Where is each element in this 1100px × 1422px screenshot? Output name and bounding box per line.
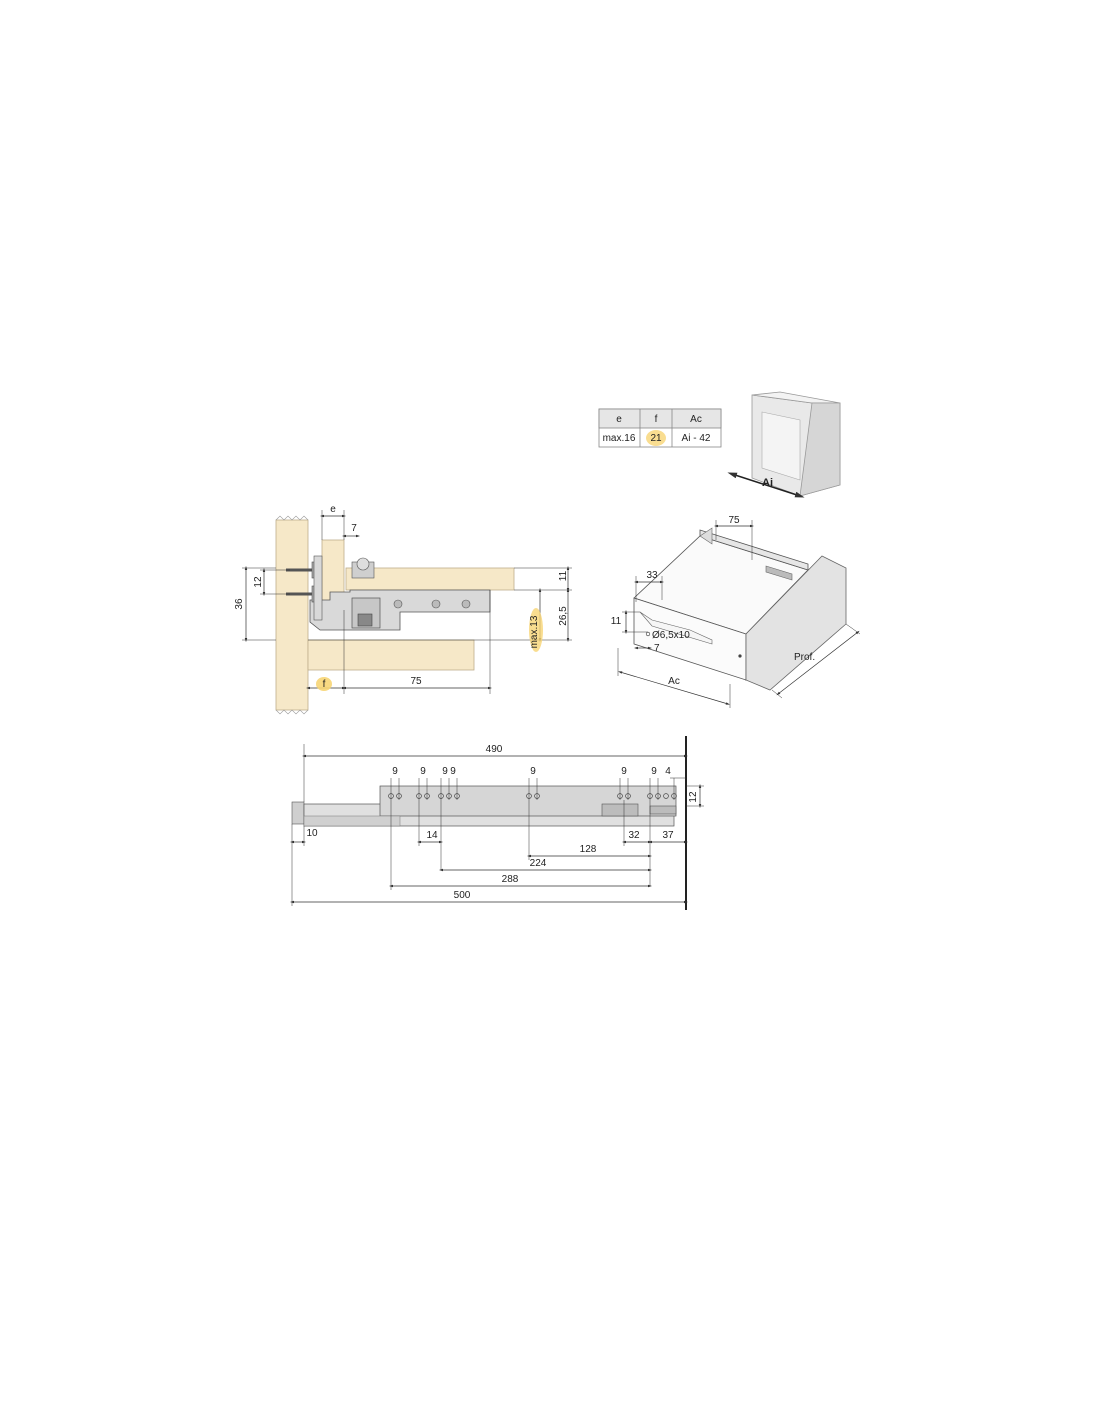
table-value-ac: Ai - 42 bbox=[682, 433, 711, 444]
rail-dim-288: 288 bbox=[502, 874, 519, 885]
dim-11: 11 bbox=[558, 570, 569, 581]
rail-dim-10: 10 bbox=[306, 828, 318, 839]
drawer-dim-75: 75 bbox=[728, 515, 740, 526]
ai-dimension-line bbox=[727, 472, 805, 498]
rail-dim-32: 32 bbox=[628, 830, 640, 841]
dim-7: 7 bbox=[351, 523, 357, 534]
dim-26-5: 26,5 bbox=[558, 606, 569, 626]
rail-dim-37: 37 bbox=[662, 830, 674, 841]
drawer-dim-ac: Ac bbox=[668, 676, 680, 687]
dim-e: e bbox=[330, 504, 336, 515]
drawer-hole-spec: Ø6,5x10 bbox=[652, 630, 690, 641]
rail-dim-128: 128 bbox=[580, 844, 597, 855]
rail-dim-224: 224 bbox=[530, 858, 547, 869]
drawer-dim-33: 33 bbox=[646, 570, 658, 581]
rail-dim-9: 9 bbox=[392, 766, 398, 777]
rail-dim-9: 9 bbox=[651, 766, 657, 777]
rail-dim-9: 9 bbox=[442, 766, 448, 777]
dim-12-screws: 12 bbox=[253, 576, 264, 588]
dim-f: f bbox=[323, 679, 326, 690]
rail-dim-9: 9 bbox=[420, 766, 426, 777]
ai-label: Ai bbox=[762, 477, 773, 489]
section-view: e 7 12 36 11 26,5 max.13 f 75 bbox=[234, 504, 572, 715]
rail-dim-9: 9 bbox=[450, 766, 456, 777]
rail-view: 490 9 9 9 9 9 9 9 4 12 10 bbox=[289, 736, 704, 910]
rail-dim-490: 490 bbox=[486, 744, 503, 755]
spec-table: e f Ac max.16 21 Ai - 42 bbox=[598, 408, 722, 448]
table-header-f: f bbox=[655, 414, 658, 425]
rail-dim-9: 9 bbox=[530, 766, 536, 777]
rail-dim-4: 4 bbox=[665, 766, 671, 777]
f-value-highlight bbox=[646, 430, 666, 446]
cabinet-illustration: Ai bbox=[727, 391, 841, 498]
rail-dim-500: 500 bbox=[454, 890, 471, 901]
max13-highlight bbox=[529, 608, 543, 652]
table-value-e: max.16 bbox=[603, 433, 636, 444]
rail-dim-14: 14 bbox=[426, 830, 438, 841]
drawer-dim-depth: Prof. bbox=[794, 652, 815, 663]
dim-36: 36 bbox=[234, 598, 245, 610]
drawer-illustration: 75 33 11 Ø6,5x10 7 Ac Prof. bbox=[611, 515, 861, 708]
f-highlight bbox=[316, 677, 332, 691]
rail-dim-9: 9 bbox=[621, 766, 627, 777]
drawer-dim-11: 11 bbox=[611, 616, 622, 627]
dim-75-section: 75 bbox=[410, 676, 422, 687]
table-header-ac: Ac bbox=[690, 414, 702, 425]
rail-dim-12: 12 bbox=[688, 791, 699, 803]
table-header-e: e bbox=[616, 414, 622, 425]
drawer-dim-7: 7 bbox=[654, 643, 660, 654]
table-value-f: 21 bbox=[650, 433, 662, 444]
dim-max13: max.13 bbox=[529, 615, 540, 648]
